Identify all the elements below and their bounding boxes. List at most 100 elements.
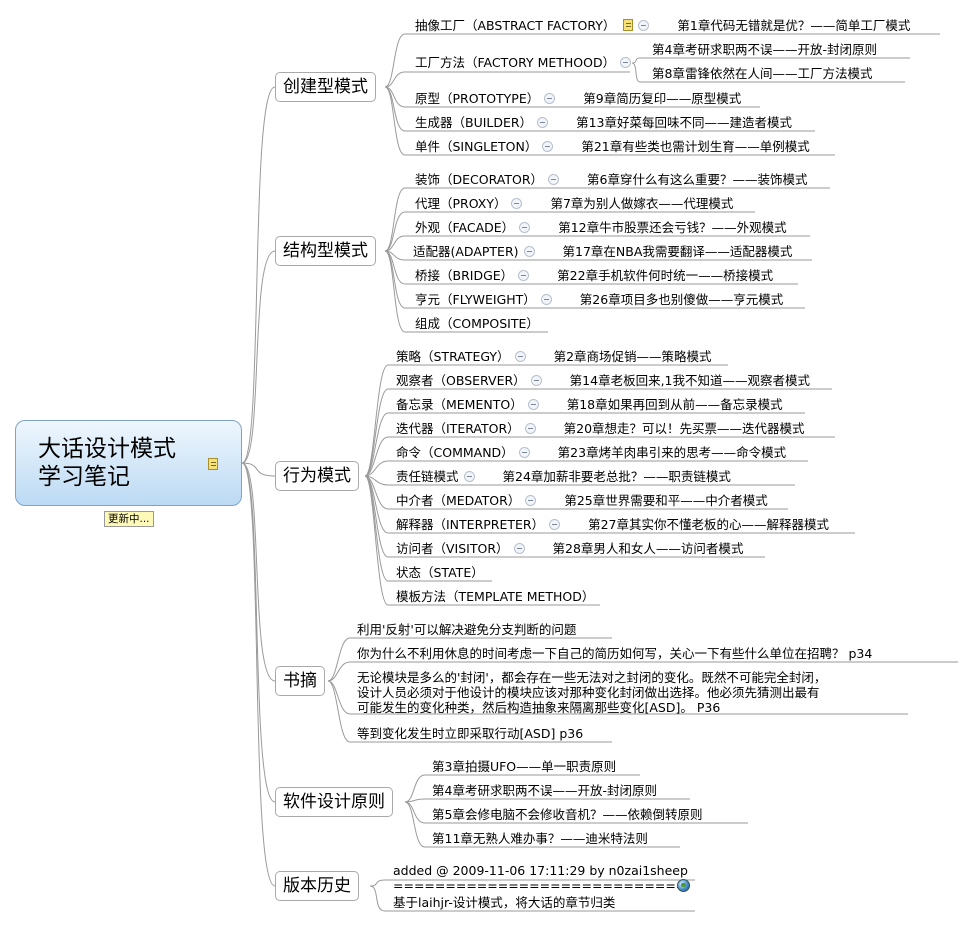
connector-line bbox=[384, 71, 406, 88]
branch-label: 行为模式 bbox=[283, 466, 351, 486]
branch-history[interactable]: 版本历史 bbox=[275, 871, 359, 901]
connector-line bbox=[369, 879, 386, 887]
topic-singleton[interactable]: 单件（SINGLETON）第21章有些类也需计划生育——单例模式 bbox=[415, 139, 810, 154]
collapse-icon[interactable] bbox=[523, 246, 535, 257]
connector-line bbox=[241, 462, 276, 803]
collapse-icon[interactable] bbox=[527, 399, 539, 410]
collapse-icon[interactable] bbox=[542, 141, 554, 152]
topic-builder[interactable]: 生成器（BUILDER）第13章好菜每回味不同——建造者模式 bbox=[415, 115, 793, 130]
connector-line bbox=[364, 364, 389, 477]
excerpt-item[interactable]: 你为什么不利用休息的时间考虑一下自己的简历如何写，关心一下有些什么单位在招聘？ … bbox=[357, 646, 873, 661]
collapse-icon[interactable] bbox=[524, 423, 536, 434]
collapse-icon[interactable] bbox=[530, 375, 542, 386]
collapse-icon[interactable] bbox=[463, 471, 475, 482]
collapse-icon[interactable] bbox=[620, 57, 632, 68]
connector-line bbox=[631, 57, 641, 64]
note-icon[interactable] bbox=[623, 19, 634, 31]
connector-line bbox=[384, 250, 406, 333]
topic-decorator[interactable]: 装饰（DECORATOR）第6章穿什么有这么重要？——装饰模式 bbox=[415, 172, 808, 187]
branch-label: 版本历史 bbox=[283, 876, 351, 896]
excerpt-item[interactable]: 无论模块是多么的'封闭'，都会存在一些无法对之封闭的变化。既然不可能完全封闭， … bbox=[357, 670, 827, 715]
collapse-icon[interactable] bbox=[511, 198, 523, 209]
history-item[interactable]: 基于laihjr-设计模式，将大话的章节归类 bbox=[393, 895, 616, 910]
connector-line bbox=[631, 62, 641, 83]
branch-label: 软件设计原则 bbox=[283, 792, 385, 812]
collapse-icon[interactable] bbox=[549, 519, 561, 530]
branch-structural[interactable]: 结构型模式 bbox=[275, 236, 376, 266]
connector-line bbox=[364, 412, 389, 477]
collapse-icon[interactable] bbox=[548, 174, 560, 185]
connector-line bbox=[369, 885, 386, 912]
collapse-icon[interactable] bbox=[519, 222, 531, 233]
topic-bridge[interactable]: 桥接（BRIDGE）第22章手机软件何时统一——桥接模式 bbox=[415, 268, 774, 283]
connector-line bbox=[241, 86, 276, 464]
collapse-icon[interactable] bbox=[544, 93, 556, 104]
branch-principles[interactable]: 软件设计原则 bbox=[275, 787, 393, 817]
topic-iterator[interactable]: 迭代器（ITERATOR）第20章想走？可以！先买票——迭代器模式 bbox=[396, 421, 805, 436]
connector-line bbox=[384, 235, 406, 252]
topic-visitor[interactable]: 访问者（VISITOR）第28章男人和女人——访问者模式 bbox=[396, 541, 744, 556]
topic-interpreter[interactable]: 解释器（INTERPRETER）第27章其实你不懂老板的心——解释器模式 bbox=[396, 517, 830, 532]
topic-proxy[interactable]: 代理（PROXY）第7章为别人做嫁衣——代理模式 bbox=[415, 196, 734, 211]
connector-line bbox=[364, 460, 389, 477]
topic-flyweight[interactable]: 亨元（FLYWEIGHT）第26章项目多也别傻做——亨元模式 bbox=[415, 292, 784, 307]
connector-line bbox=[327, 637, 351, 682]
branch-creational[interactable]: 创建型模式 bbox=[275, 72, 376, 102]
topic-abstract-factory[interactable]: 抽像工厂（ABSTRACT FACTORY）第1章代码无错就是优？——简单工厂模… bbox=[415, 18, 911, 33]
collapse-icon[interactable] bbox=[514, 351, 526, 362]
branch-label: 创建型模式 bbox=[283, 77, 368, 97]
branch-excerpts[interactable]: 书摘 bbox=[275, 666, 325, 696]
topic-command[interactable]: 命令（COMMAND）第23章烤羊肉串引来的思考——命令模式 bbox=[396, 445, 787, 460]
principle-item[interactable]: 第4章考研求职两不误——开放-封闭原则 bbox=[432, 783, 657, 798]
chapter-item[interactable]: 第8章雷锋依然在人间——工厂方法模式 bbox=[652, 66, 873, 81]
excerpt-item[interactable]: 利用'反射'可以解决避免分支判断的问题 bbox=[357, 622, 577, 637]
topic-composite[interactable]: 组成（COMPOSITE） bbox=[415, 316, 539, 331]
topic-template-method[interactable]: 模板方法（TEMPLATE METHOD） bbox=[396, 589, 595, 604]
collapse-icon[interactable] bbox=[525, 495, 537, 506]
connector-line bbox=[327, 680, 351, 743]
connector-line bbox=[384, 211, 406, 252]
principle-item[interactable]: 第11章无熟人难办事？——迪米特法则 bbox=[432, 831, 648, 846]
connector-line bbox=[327, 661, 351, 682]
connector-line bbox=[364, 475, 389, 582]
connector-line bbox=[404, 774, 426, 803]
topic-chain-of-responsibility[interactable]: 责任链模式第24章加薪非要老总批？——职责链模式 bbox=[396, 469, 731, 484]
topic-state[interactable]: 状态（STATE） bbox=[396, 565, 484, 580]
branch-label: 书摘 bbox=[283, 671, 317, 691]
topic-strategy[interactable]: 策略（STRATEGY）第2章商场促销——策略模式 bbox=[396, 349, 712, 364]
connector-line bbox=[364, 475, 389, 606]
branch-behavioral[interactable]: 行为模式 bbox=[275, 461, 359, 491]
collapse-icon[interactable] bbox=[540, 294, 552, 305]
topic-adapter[interactable]: 适配器(ADAPTER)第17章在NBA我需要翻译——适配器模式 bbox=[413, 244, 793, 259]
excerpt-item[interactable]: 等到变化发生时立即采取行动[ASD] p36 bbox=[357, 726, 584, 741]
history-item[interactable]: added @ 2009-11-06 17:11:29 by n0zai1she… bbox=[393, 863, 688, 893]
topic-prototype[interactable]: 原型（PROTOTYPE）第9章简历复印——原型模式 bbox=[415, 91, 742, 106]
topic-observer[interactable]: 观察者（OBSERVER）第14章老板回来,1我不知道——观察者模式 bbox=[396, 373, 811, 388]
chapter-item[interactable]: 第4章考研求职两不误——开放-封闭原则 bbox=[652, 42, 877, 57]
connector-line bbox=[404, 801, 426, 848]
collapse-icon[interactable] bbox=[537, 117, 549, 128]
connector-line bbox=[364, 436, 389, 477]
topic-facade[interactable]: 外观（FACADE）第12章牛市股票还会亏钱？——外观模式 bbox=[415, 220, 787, 235]
topic-mediator[interactable]: 中介者（MEDATOR）第25章世界需要和平——中介者模式 bbox=[396, 493, 768, 508]
connector-line bbox=[241, 462, 276, 477]
globe-icon[interactable] bbox=[677, 879, 690, 892]
note-icon[interactable] bbox=[208, 458, 218, 470]
central-title: 大话设计模式 学习笔记 bbox=[38, 436, 176, 490]
collapse-icon[interactable] bbox=[518, 270, 530, 281]
principle-item[interactable]: 第3章拍摄UFO——单一职责原则 bbox=[432, 759, 617, 774]
collapse-icon[interactable] bbox=[518, 447, 530, 458]
connector-line bbox=[404, 801, 426, 824]
topic-memento[interactable]: 备忘录（MEMENTO）第18章如果再回到从前——备忘录模式 bbox=[396, 397, 783, 412]
connector-line bbox=[384, 86, 406, 156]
principle-item[interactable]: 第5章会修电脑不会修收音机？——依赖倒转原则 bbox=[432, 807, 703, 822]
collapse-icon[interactable] bbox=[638, 20, 650, 31]
branch-label: 结构型模式 bbox=[283, 241, 368, 261]
connector-line bbox=[241, 462, 276, 682]
connector-line bbox=[384, 33, 406, 88]
collapse-icon[interactable] bbox=[513, 543, 525, 554]
central-topic[interactable]: 大话设计模式 学习笔记 bbox=[15, 420, 242, 506]
connector-line bbox=[364, 388, 389, 477]
topic-factory-method[interactable]: 工厂方法（FACTORY METHOOD） bbox=[415, 55, 632, 71]
